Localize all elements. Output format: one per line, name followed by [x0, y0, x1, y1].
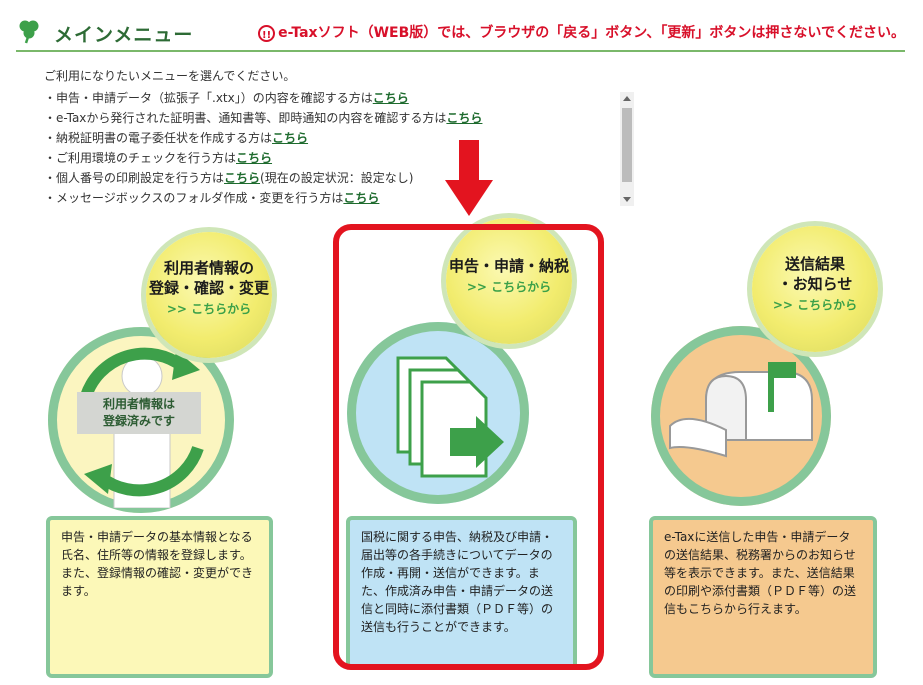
list-item: ・個人番号の印刷設定を行う方はこちら(現在の設定状況：設定なし)	[44, 171, 414, 185]
list-item: ・ご利用環境のチェックを行う方はこちら	[44, 151, 273, 165]
list-item: ・e-Taxから発行された証明書、通知書等、即時通知の内容を確認する方はこちら	[44, 111, 483, 125]
declaration-description: 国税に関する申告、納税及び申請・届出等の各手続きについてデータの作成・再開・送信…	[346, 516, 577, 670]
link-xtx-check[interactable]: こちら	[372, 91, 409, 105]
link-environment-check[interactable]: こちら	[236, 151, 273, 165]
clover-icon	[19, 20, 39, 44]
warning-text: e-Taxソフト（WEB版）では、ブラウザの「戻る」ボタン、「更新」ボタンは押さ…	[278, 25, 905, 41]
page-header: メインメニュー !!e-Taxソフト（WEB版）では、ブラウザの「戻る」ボタン、…	[16, 14, 905, 52]
highlight-frame	[333, 224, 604, 670]
menu-link-list: ・申告・申請データ（拡張子「.xtx」）の内容を確認する方はこちら ・e-Tax…	[44, 88, 632, 204]
scroll-thumb[interactable]	[622, 108, 632, 182]
red-down-arrow-icon	[445, 140, 493, 216]
badge-link[interactable]: >> こちらから	[466, 280, 552, 294]
menu-scrollbar[interactable]	[620, 92, 634, 206]
badge-title: 送信結果 ・お知らせ	[777, 255, 853, 293]
page-title: メインメニュー	[54, 24, 194, 46]
list-item: ・納税証明書の電子委任状を作成する方はこちら	[44, 131, 309, 145]
scroll-down-icon[interactable]	[623, 197, 631, 202]
badge-title: 申告・申請・納税	[448, 257, 569, 275]
user-info-description: 申告・申請データの基本情報となる氏名、住所等の情報を登録します。また、登録情報の…	[46, 516, 273, 678]
badge-title: 利用者情報の 登録・確認・変更	[148, 259, 269, 297]
intro-text: ご利用になりたいメニューを選んでください。	[44, 69, 296, 83]
mailbox-icon	[669, 362, 813, 458]
results-badge[interactable]: 送信結果 ・お知らせ >> こちらから	[752, 226, 878, 352]
link-delegation[interactable]: こちら	[272, 131, 309, 145]
warning-message: !!e-Taxソフト（WEB版）では、ブラウザの「戻る」ボタン、「更新」ボタンは…	[258, 22, 905, 42]
badge-link[interactable]: >> こちらから	[166, 302, 252, 316]
link-certificate-check[interactable]: こちら	[446, 111, 483, 125]
list-item: ・申告・申請データ（拡張子「.xtx」）の内容を確認する方はこちら	[44, 91, 409, 105]
badge-link[interactable]: >> こちらから	[772, 298, 858, 312]
link-message-folder[interactable]: こちら	[343, 191, 380, 204]
warning-icon: !!	[258, 24, 276, 42]
declaration-badge[interactable]: 申告・申請・納税 >> こちらから	[446, 218, 572, 344]
registered-status-label: 利用者情報は 登録済みです	[77, 392, 201, 434]
documents-arrow-icon	[396, 356, 504, 478]
list-item: ・メッセージボックスのフォルダ作成・変更を行う方はこちら	[44, 191, 380, 204]
scroll-up-icon[interactable]	[623, 96, 631, 101]
results-description: e-Taxに送信した申告・申請データの送信結果、税務署からのお知らせ等を表示でき…	[649, 516, 877, 678]
link-print-settings[interactable]: こちら	[224, 171, 261, 185]
user-info-badge[interactable]: 利用者情報の 登録・確認・変更 >> こちらから	[146, 232, 272, 358]
